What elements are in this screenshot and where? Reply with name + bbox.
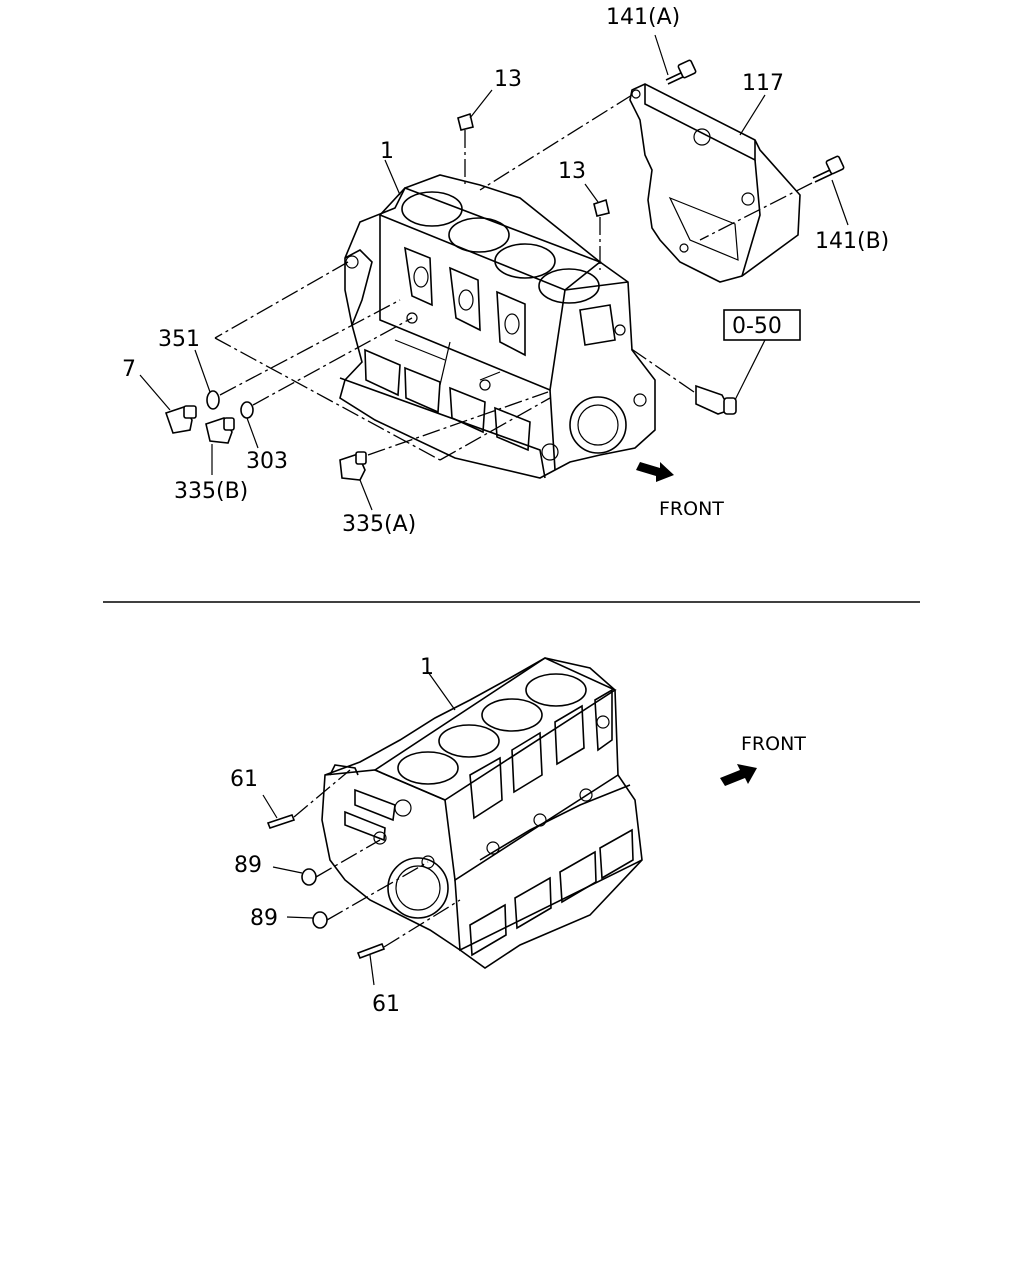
pin-89-a [301, 868, 317, 886]
sensor-part [695, 384, 737, 415]
cylinder-block-top [339, 174, 656, 479]
label-part-335b: 335(B) [174, 479, 248, 504]
label-ref-0-50: 0-50 [732, 314, 782, 339]
label-part-7: 7 [122, 357, 136, 382]
label-part-351: 351 [158, 327, 200, 352]
label-part-1-bottom: 1 [420, 655, 434, 680]
leader-lines-top [139, 34, 849, 511]
label-part-13-b: 13 [558, 159, 586, 184]
plug-7 [164, 405, 197, 434]
bolt-141a [665, 59, 697, 85]
label-part-1-top: 1 [380, 139, 394, 164]
label-part-335a: 335(A) [342, 512, 416, 537]
front-arrow-top-icon [636, 462, 674, 482]
plug-335b [205, 417, 235, 444]
plug-13-b [593, 198, 610, 217]
plug-13-a [457, 112, 474, 131]
front-arrow-bottom-icon [720, 764, 757, 786]
bracket-117 [629, 83, 801, 283]
cylinder-block-bottom [321, 657, 643, 969]
washer-303 [240, 401, 254, 419]
label-part-61-a: 61 [230, 767, 258, 792]
label-part-303: 303 [246, 449, 288, 474]
assembly-lines-bottom [293, 769, 461, 948]
stud-61-b [356, 942, 386, 960]
label-part-89-b: 89 [250, 906, 278, 931]
leader-lines-bottom [262, 671, 456, 986]
bolt-141b [812, 155, 845, 183]
label-front-top: FRONT [659, 498, 724, 520]
washer-351 [206, 390, 220, 410]
label-part-141b: 141(B) [815, 229, 889, 254]
bottom-exploded-view: 1 61 89 89 61 FRONT [230, 655, 806, 1017]
label-part-61-b: 61 [372, 992, 400, 1017]
label-front-bottom: FRONT [741, 733, 806, 755]
label-part-141a: 141(A) [606, 5, 680, 30]
stud-61-a [266, 814, 296, 829]
reference-box-0-50 [723, 309, 801, 341]
plug-335a [339, 451, 367, 481]
assembly-lines-top [214, 94, 813, 461]
pin-89-b [312, 911, 328, 929]
label-part-89-a: 89 [234, 853, 262, 878]
label-part-13-a: 13 [494, 67, 522, 92]
label-part-117: 117 [742, 71, 784, 96]
top-exploded-view: 1 13 13 141(A) 117 141(B) 0-50 351 7 303… [122, 5, 889, 537]
